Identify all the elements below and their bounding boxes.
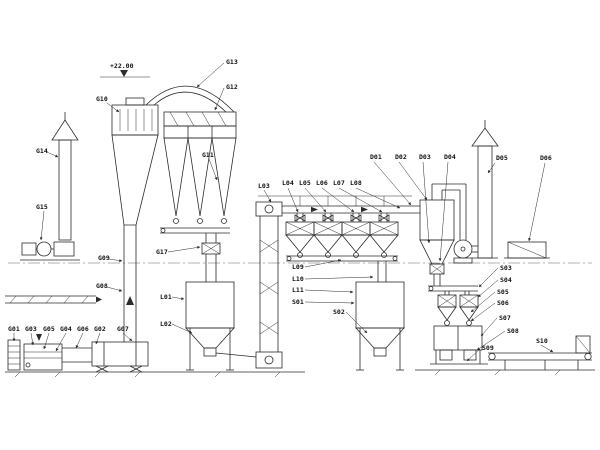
label-g01: G01: [8, 325, 20, 333]
label-g12: G12: [226, 83, 238, 91]
label-s07: S07: [499, 314, 511, 322]
label-l10: L10: [292, 275, 304, 283]
label-g09: G09: [98, 254, 110, 262]
label-l07: L07: [333, 179, 345, 187]
label-d06: D06: [540, 154, 552, 162]
label-s04: S04: [500, 276, 512, 284]
air-classifier-3: [341, 196, 371, 258]
label-s05: S05: [497, 288, 509, 296]
label-s06: S06: [497, 299, 509, 307]
combustion-furnace: [7, 334, 92, 371]
label-l01: L01: [160, 293, 172, 301]
ground-line-left: [5, 371, 305, 378]
cyclone-discharge-screw: [160, 227, 230, 282]
label-s01: S01: [292, 298, 304, 306]
label-g04: G04: [60, 325, 72, 333]
label-s09: S09: [482, 344, 494, 352]
label-l02: L02: [160, 320, 172, 328]
silencer-box: [504, 241, 550, 259]
bag-conveyor: [488, 352, 592, 370]
leader-lines: [12, 62, 554, 362]
packing-machine: [430, 325, 488, 365]
packing-hoppers: [437, 294, 479, 326]
product-silo-b: [355, 281, 405, 371]
label-g11: G11: [202, 151, 214, 159]
label-g10: G10: [96, 95, 108, 103]
product-cyclone: [419, 183, 467, 286]
label-g15: G15: [36, 203, 48, 211]
label-l04: L04: [282, 179, 294, 187]
rotary-dryer-drum: [91, 341, 149, 373]
label-g08: G08: [96, 282, 108, 290]
label-g13: G13: [226, 58, 238, 66]
exhaust-chimney: [51, 112, 79, 241]
label-g07: G07: [117, 325, 129, 333]
label-s08: S08: [507, 327, 519, 335]
label-g17: G17: [156, 248, 168, 256]
label-g02: G02: [94, 325, 106, 333]
label-d04: D04: [444, 153, 456, 161]
exhaust-stack: [471, 120, 499, 259]
packing-feed-screw: [428, 285, 478, 295]
hot-gas-duct: [123, 225, 137, 342]
fuel-conveyor: [5, 295, 102, 304]
label-d05: D05: [496, 154, 508, 162]
bag-filter: [111, 97, 159, 226]
label-d03: D03: [419, 153, 431, 161]
multicyclone: [163, 111, 237, 224]
collecting-screw-conveyor: [286, 255, 398, 282]
label-l08: L08: [350, 179, 362, 187]
product-silo-a: [185, 281, 257, 371]
air-classifier-2: [313, 196, 343, 258]
ground-line-right: [415, 369, 595, 376]
elevation-marker: +22.00: [100, 62, 150, 78]
label-g06: G06: [77, 325, 89, 333]
label-l06: L06: [316, 179, 328, 187]
label-d01: D01: [370, 153, 382, 161]
label-g03: G03: [25, 325, 37, 333]
elevation-label: +22.00: [110, 62, 134, 70]
label-s10: S10: [536, 337, 548, 345]
label-s03: S03: [500, 264, 512, 272]
label-d02: D02: [395, 153, 407, 161]
label-l09: L09: [292, 263, 304, 271]
label-l05: L05: [299, 179, 311, 187]
air-classifier-1: [285, 196, 315, 258]
air-classifier-4: [369, 196, 399, 258]
label-g14: G14: [36, 147, 48, 155]
label-s02: S02: [333, 308, 345, 316]
bucket-elevator: [255, 201, 283, 369]
discharge-chute: [575, 335, 591, 354]
label-g05: G05: [43, 325, 55, 333]
induced-draft-fan: [20, 241, 80, 261]
overhead-duct: [145, 85, 235, 113]
exhaust-fan: [453, 239, 478, 264]
callout-labels: G13 G12 G10 G11 G14 G15 G09 G08 G17 G01 …: [8, 58, 552, 352]
label-l11: L11: [292, 286, 304, 294]
label-l03: L03: [258, 182, 270, 190]
